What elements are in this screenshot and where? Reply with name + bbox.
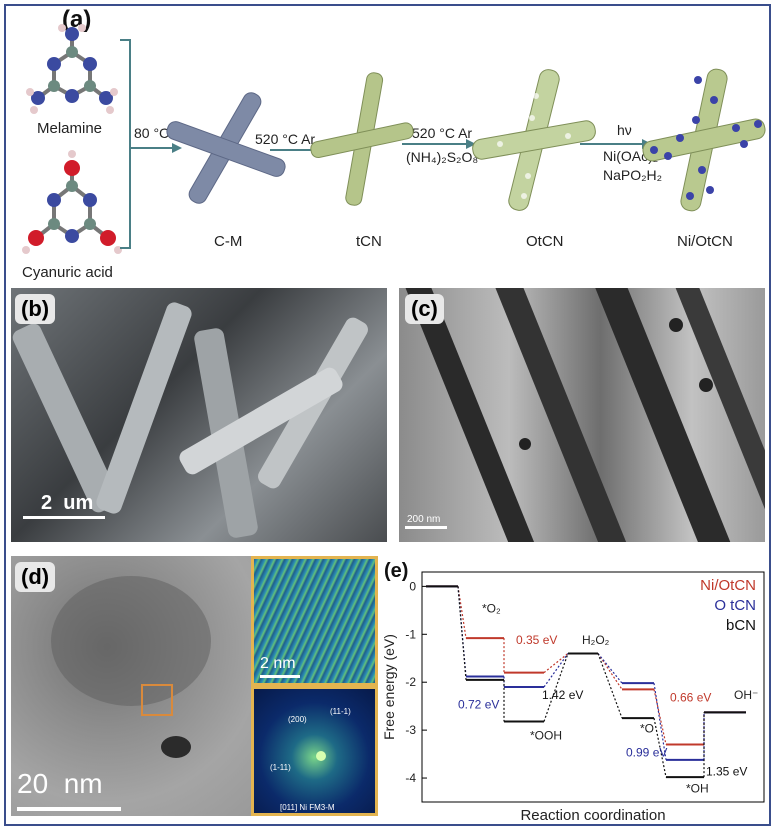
y-tick-label: -4 [405, 771, 416, 785]
panel-d-inset-scale-bar [260, 675, 300, 678]
energy-connector-O tCN [543, 653, 569, 688]
plot-frame [421, 571, 765, 803]
product-label-c-m: C-M [214, 233, 243, 250]
step3-condition-line2: (NH₄)₂S₂O₈ [406, 149, 479, 165]
step4-condition-line3: NaPO₂H₂ [603, 167, 663, 183]
legend-entry: Ni/OtCN [700, 577, 756, 594]
panel-a-label: (a) [62, 6, 92, 33]
state-label-ooh: *OOH [530, 729, 562, 743]
panel-b-scale-label: 2 um [41, 492, 94, 514]
panel-d-scale-label: 20 nm [17, 768, 103, 799]
barrier-annotation: 1.42 eV [542, 688, 583, 702]
free-energy-diagram: 0 -1 -2 -3 -4 Free energy (eV) Reaction coordi… [381, 571, 765, 824]
legend-entry: bCN [726, 617, 756, 634]
panel-b-label: (b) [15, 294, 56, 324]
barrier-annotation: 0.35 eV [516, 633, 557, 647]
selection-box [141, 684, 173, 716]
state-label-h2o2: H₂O₂ [582, 633, 610, 647]
cyanuric-acid-molecule-icon [22, 150, 122, 254]
barrier-annotation: 1.35 eV [706, 765, 747, 779]
figure-frame [4, 4, 771, 826]
energy-connector-bCN [543, 653, 569, 722]
panel-d-lattice-inset: 2 nm [251, 556, 378, 686]
energy-connector-Ni/OtCN [653, 689, 667, 745]
y-axis-label: Free energy (eV) [382, 634, 397, 740]
state-label-oh: *OH [686, 781, 709, 795]
panel-c-scale-label: 200 nm [407, 514, 441, 525]
product-label-otcn: OtCN [526, 233, 564, 250]
barrier-annotation: 0.72 eV [458, 698, 499, 712]
product-label-tcn: tCN [356, 233, 382, 250]
step4-condition-line1: hν [617, 122, 632, 138]
y-tick-label: -3 [405, 723, 416, 737]
fft-spot-label: (11-1) [330, 707, 351, 716]
product-label-ni-otcn: Ni/OtCN [677, 233, 733, 250]
energy-connector-Ni/OtCN [543, 652, 569, 674]
cyanuric-acid-label: Cyanuric acid [22, 264, 113, 281]
panel-d-inset-scale-label: 2 nm [260, 655, 296, 672]
y-tick-label: -1 [405, 627, 416, 641]
panel-e-chart: 0 -1 -2 -3 -4 Free energy (eV) Reaction coordi… [381, 556, 770, 826]
tcn-crystal-icon [310, 72, 414, 206]
y-tick-label: 0 [409, 579, 416, 593]
energy-connector-bCN [457, 586, 467, 680]
state-label-oh-minus: OH⁻ [734, 688, 758, 702]
energy-connector-bCN [597, 653, 623, 719]
panel-d-fft-inset: (200) (11-1) (1-11) [011] Ni FM3-M [251, 686, 378, 816]
c-m-crystal-icon [166, 92, 286, 204]
y-tick-label: -2 [405, 675, 416, 689]
state-label-o: *O [640, 722, 654, 736]
melamine-molecule-icon [26, 24, 118, 114]
fft-spot-label: (1-11) [270, 763, 291, 772]
panel-b-scale-bar [23, 516, 105, 519]
panel-d-label: (d) [15, 562, 56, 592]
panel-d-hrtem-image: (d) 20 nm [11, 556, 251, 816]
energy-connector-O tCN [597, 653, 623, 684]
melamine-label: Melamine [37, 120, 103, 137]
step1-condition: 80 °C [134, 125, 170, 141]
step2-condition: 520 °C Ar [255, 131, 316, 147]
panel-e-label: (e) [384, 560, 409, 583]
barrier-annotation: 0.66 eV [670, 690, 711, 704]
fft-spot-label: (200) [288, 715, 307, 724]
ni-otcn-crystal-icon [642, 68, 766, 212]
energy-connector-Ni/OtCN [597, 653, 623, 690]
legend-entry: O tCN [714, 597, 756, 614]
barrier-annotation: 0.99 eV [626, 745, 667, 759]
panel-c-tem-image: (c) 200 nm [399, 288, 765, 542]
panel-b-sem-image: (b) 2 um [11, 288, 387, 542]
panel-c-scale-bar [405, 526, 447, 529]
state-label-o2: *O₂ [482, 602, 501, 616]
panel-c-label: (c) [405, 294, 444, 324]
fft-caption: [011] Ni FM3-M [280, 803, 335, 812]
panel-d-scale-bar [17, 807, 121, 811]
step3-condition-line1: 520 °C Ar [412, 125, 473, 141]
energy-connector-O tCN [653, 683, 667, 760]
x-axis-label: Reaction coordination [520, 807, 665, 824]
otcn-crystal-icon [472, 69, 596, 211]
